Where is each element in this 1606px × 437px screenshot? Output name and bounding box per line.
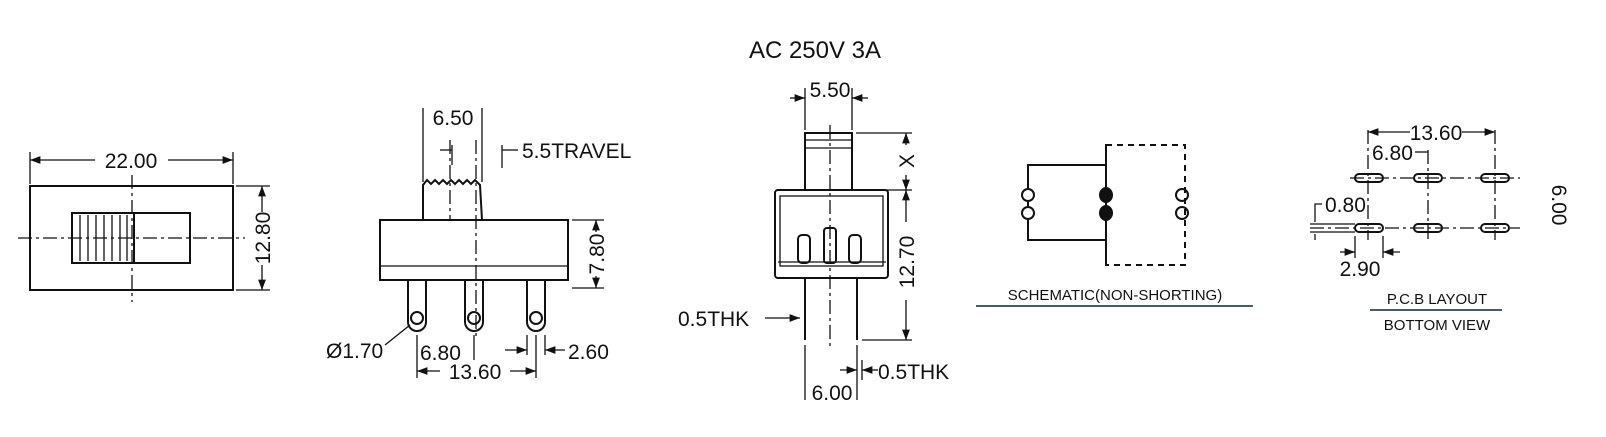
pcb-label-line1: P.C.B LAYOUT: [1387, 291, 1487, 308]
pcb-row-spacing-dim: 6.00: [1547, 185, 1570, 226]
pitch-dim: 6.80: [420, 342, 461, 365]
side-body: [379, 219, 569, 281]
side-view: 6.50 5.5TRAVEL 7.80 Ø1.70 6.80 2.60 13.6…: [326, 107, 631, 384]
end-actuator: [804, 132, 853, 191]
rating-title: AC 250V 3A: [749, 37, 881, 64]
width-dimension: 22.00: [105, 150, 158, 173]
terminal-circle: [1175, 188, 1189, 202]
body-height-dim: 7.80: [586, 234, 609, 275]
end-view: 5.50 X 12.70 0.5THK 0.5THK 6.00: [678, 79, 949, 405]
pcb-label-line2: BOTTOM VIEW: [1384, 317, 1491, 334]
terminal-circle: [1021, 206, 1035, 220]
terminal-circle: [1021, 188, 1035, 202]
terminals: [407, 280, 546, 332]
actuator: [422, 178, 483, 221]
overall-height-dim: 12.70: [896, 236, 919, 289]
right-thickness-dim: 0.5THK: [878, 361, 949, 384]
schematic: SCHEMATIC(NON-SHORTING): [976, 144, 1253, 307]
terminal-circle: [1175, 206, 1189, 220]
terminal-width-dim: 2.60: [568, 341, 609, 364]
pcb-slot-width-dim: 0.80: [1325, 194, 1366, 217]
height-dimension: 12.80: [252, 212, 275, 265]
contact-dot: [1099, 205, 1113, 221]
top-view: 22.00 12.80: [18, 150, 275, 302]
actuator-height-dim: X: [896, 154, 919, 168]
travel-label: 5.5TRAVEL: [522, 140, 631, 163]
hole-diameter-dim: Ø1.70: [326, 340, 383, 363]
contact-dot: [1099, 187, 1113, 203]
end-body: [774, 189, 889, 279]
pcb-slot-length-dim: 2.90: [1340, 258, 1381, 281]
pin-spacing-dim: 6.00: [812, 382, 853, 405]
slider-contact-box: [1105, 144, 1186, 266]
pcb-layout: 13.60 6.80 0.80 2.90 6.00 P.C.B LAYOUT B…: [1310, 122, 1570, 334]
pcb-span-dim: 13.60: [1410, 122, 1463, 145]
end-actuator-width-dim: 5.50: [810, 79, 851, 102]
left-thickness-dim: 0.5THK: [678, 308, 749, 331]
pcb-pitch-dim: 6.80: [1372, 142, 1413, 165]
schematic-label: SCHEMATIC(NON-SHORTING): [1008, 287, 1222, 304]
actuator-width-dim: 6.50: [433, 107, 474, 130]
pcb-slots: [1354, 173, 1510, 233]
span-dim: 13.60: [449, 361, 502, 384]
